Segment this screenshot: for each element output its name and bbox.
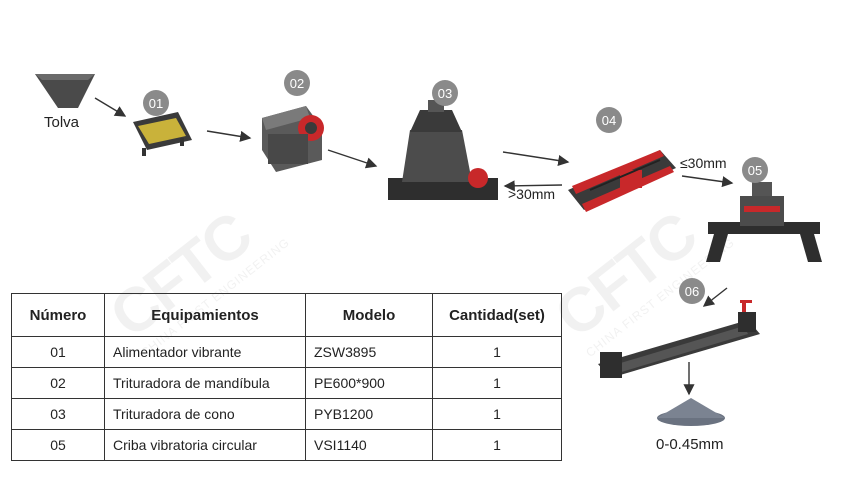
cell-equipment: Criba vibratoria circular <box>104 429 306 461</box>
step-badge-03: 03 <box>432 80 458 106</box>
table-row: 01 Alimentador vibrante ZSW3895 1 <box>11 336 562 368</box>
coarse-size-label: >30mm <box>508 186 556 202</box>
step-badge-01: 01 <box>143 90 169 116</box>
cell-quantity: 1 <box>432 367 562 399</box>
cell-number: 03 <box>11 398 105 430</box>
sand-washer-icon <box>598 300 760 378</box>
table-header-row: Número Equipamientos Modelo Cantidad(set… <box>11 293 562 337</box>
cone-crusher-icon <box>388 100 498 200</box>
table-row: 03 Trituradora de cono PYB1200 1 <box>11 398 562 430</box>
step-badge-02: 02 <box>284 70 310 96</box>
vibrating-screen-icon <box>568 150 676 212</box>
cell-number: 02 <box>11 367 105 399</box>
jaw-crusher-icon <box>262 106 324 172</box>
header-number: Número <box>11 293 105 337</box>
hopper-label: Tolva <box>44 114 80 131</box>
vsi-crusher-icon <box>706 182 822 262</box>
equipment-table: Número Equipamientos Modelo Cantidad(set… <box>11 293 562 461</box>
cell-quantity: 1 <box>432 429 562 461</box>
cell-equipment: Trituradora de mandíbula <box>104 367 306 399</box>
hopper-icon <box>35 74 95 108</box>
table-row: 02 Trituradora de mandíbula PE600*900 1 <box>11 367 562 399</box>
table-row: 05 Criba vibratoria circular VSI1140 1 <box>11 429 562 461</box>
step-badge-04: 04 <box>596 107 622 133</box>
step-badge-06: 06 <box>679 278 705 304</box>
sand-pile-icon <box>657 398 725 426</box>
cell-quantity: 1 <box>432 336 562 368</box>
cell-number: 05 <box>11 429 105 461</box>
cell-equipment: Alimentador vibrante <box>104 336 306 368</box>
product-size-label: 0-0.45mm <box>656 436 724 453</box>
fine-size-label: ≤30mm <box>680 155 727 171</box>
header-quantity: Cantidad(set) <box>432 293 562 337</box>
cell-model: VSI1140 <box>305 429 433 461</box>
flow-arrows <box>94 97 734 396</box>
cell-quantity: 1 <box>432 398 562 430</box>
vibrating-feeder-icon <box>133 112 192 156</box>
cell-model: PE600*900 <box>305 367 433 399</box>
header-equipment: Equipamientos <box>104 293 306 337</box>
cell-model: PYB1200 <box>305 398 433 430</box>
cell-number: 01 <box>11 336 105 368</box>
cell-equipment: Trituradora de cono <box>104 398 306 430</box>
step-badge-05: 05 <box>742 157 768 183</box>
header-model: Modelo <box>305 293 433 337</box>
cell-model: ZSW3895 <box>305 336 433 368</box>
